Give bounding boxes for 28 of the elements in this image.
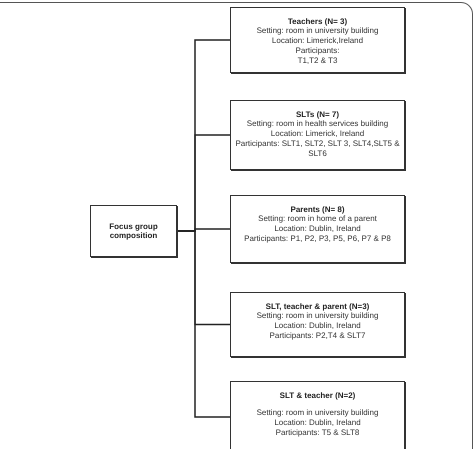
box-text: Setting: room in university building: [256, 311, 378, 321]
box-heading: Focus group composition: [108, 222, 159, 240]
box-heading: Parents (N= 8): [290, 205, 345, 214]
box-text: Location: Dublin, Ireland: [274, 224, 361, 234]
group-box: [230, 381, 405, 449]
box-text: Participants: SLT1, SLT2, SLT 3, SLT4,SLT5 & SLT6: [235, 139, 400, 159]
box-heading: SLT, teacher & parent (N=3): [266, 302, 370, 311]
box-text: Setting: room in home of a parent: [258, 214, 377, 224]
box-text: Setting: room in university building: [256, 408, 378, 418]
box-text: Setting: room in health services building: [246, 119, 388, 129]
box-text: Participants: P1, P2, P3, P5, P6, P7 & P8: [244, 234, 391, 244]
group-box: [230, 7, 405, 73]
box-text: Location: Dublin, Ireland: [274, 418, 361, 428]
box-text: Setting: room in university building: [256, 26, 378, 36]
box-text: Location: Limerick,Ireland: [272, 36, 364, 46]
group-box: [90, 205, 177, 257]
group-box: [230, 100, 405, 170]
box-text: Participants: T1,T2 & T3: [294, 46, 341, 66]
box-text: Location: Limerick, Ireland: [270, 129, 364, 139]
box-text: Participants: P2,T4 & SLT7: [270, 331, 366, 341]
group-box: [230, 292, 405, 357]
connector-line: [177, 230, 230, 418]
group-box: [230, 195, 405, 263]
box-heading: SLTs (N= 7): [296, 110, 340, 119]
box-heading: SLT & teacher (N=2): [280, 391, 356, 400]
box-heading: Teachers (N= 3): [288, 17, 348, 26]
box-text: Location: Dublin, Ireland: [274, 321, 361, 331]
box-text: Participants: T5 & SLT8: [276, 428, 360, 438]
